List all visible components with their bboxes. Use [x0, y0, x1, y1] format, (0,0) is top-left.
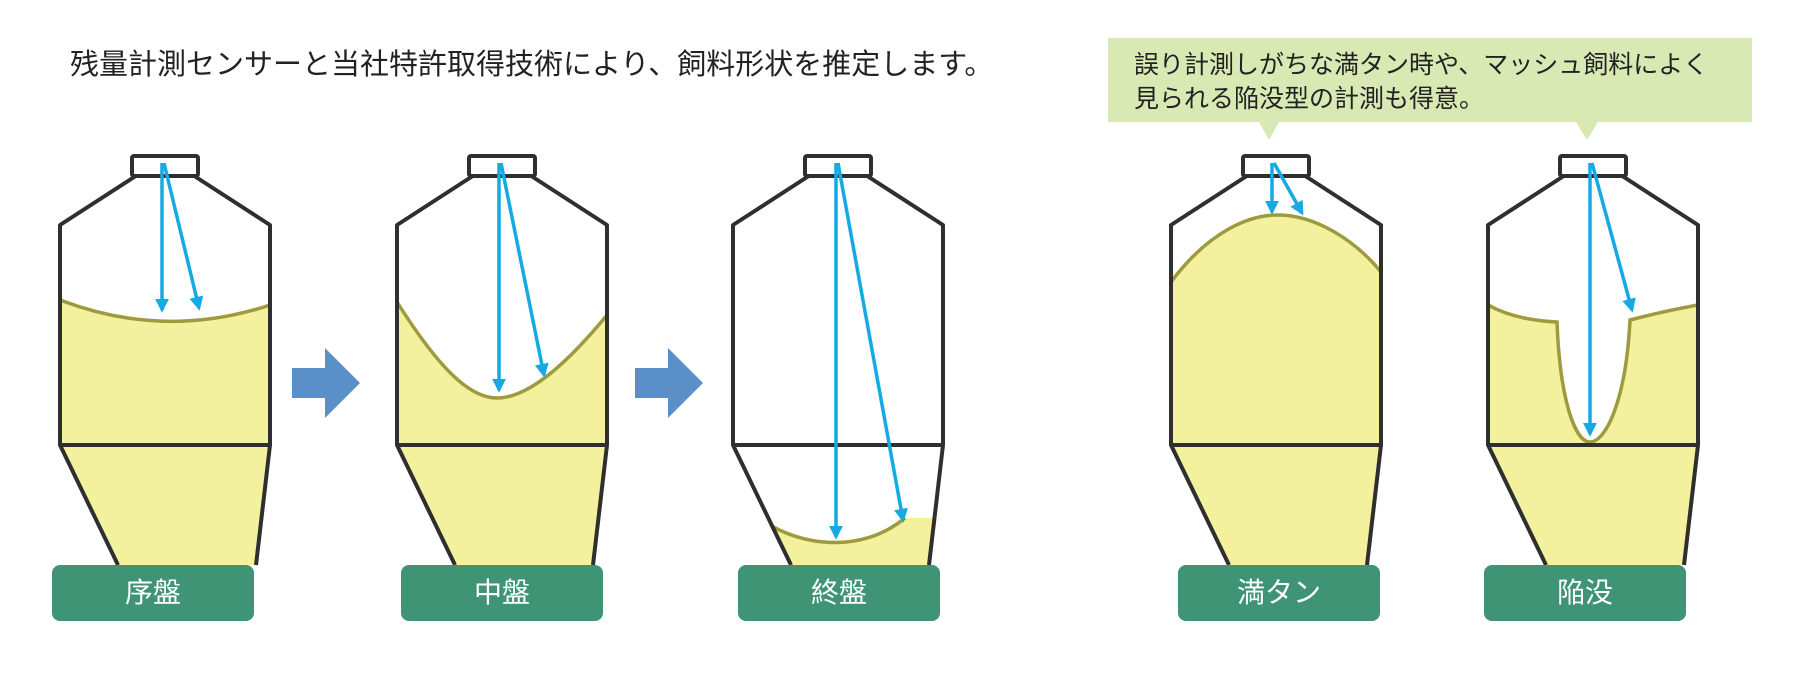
label-full: 満タン [1178, 565, 1380, 621]
silo-early [58, 154, 272, 566]
feed-surface [764, 516, 907, 545]
right-arrow-icon [635, 348, 703, 418]
callout-box [1108, 38, 1752, 140]
feed-surface [397, 301, 607, 400]
headline: 残量計測センサーと当社特許取得技術により、飼料形状を推定します。 [70, 47, 993, 81]
sensor-beam-icon [836, 162, 908, 523]
sensor-beam-icon [162, 162, 204, 311]
feed-fill [1488, 305, 1698, 565]
label-final: 終盤 [738, 565, 940, 621]
label-text: 中盤 [474, 576, 530, 609]
label-pill [52, 565, 254, 621]
feed-fill [1171, 215, 1381, 565]
silo-outline [731, 168, 945, 566]
label-pill [738, 565, 940, 621]
feed-fill [760, 518, 935, 565]
callout: 誤り計測しがちな満タン時や、マッシュ飼料によく 見られる陥没型の計測も得意。 [1108, 38, 1752, 140]
sensor-beam-icon [1272, 162, 1304, 216]
label-text: 満タン [1237, 576, 1321, 609]
feed-surface [60, 298, 270, 324]
silo-final [731, 154, 945, 566]
label-early: 序盤 [52, 565, 254, 621]
callout-line-2: 見られる陥没型の計測も得意。 [1134, 84, 1484, 113]
label-pill [1484, 565, 1686, 621]
feed-surface [1171, 213, 1381, 284]
feed-surface [1488, 303, 1698, 444]
right-arrow-icon [292, 348, 360, 418]
silo-middle [395, 154, 609, 566]
silo-sunken [1486, 154, 1700, 566]
sensor-beam-icon [499, 162, 549, 378]
silo-full [1169, 154, 1383, 566]
feed-fill [60, 300, 270, 565]
label-middle: 中盤 [401, 565, 603, 621]
label-text: 終盤 [811, 576, 867, 609]
callout-line-1: 誤り計測しがちな満タン時や、マッシュ飼料によく [1134, 50, 1708, 79]
feed-fill [397, 302, 607, 565]
label-pill [401, 565, 603, 621]
label-text: 序盤 [125, 576, 181, 609]
label-pill [1178, 565, 1380, 621]
label-text: 陥没 [1557, 576, 1613, 609]
sensor-beam-icon [1590, 162, 1636, 313]
label-sunken: 陥没 [1484, 565, 1686, 621]
